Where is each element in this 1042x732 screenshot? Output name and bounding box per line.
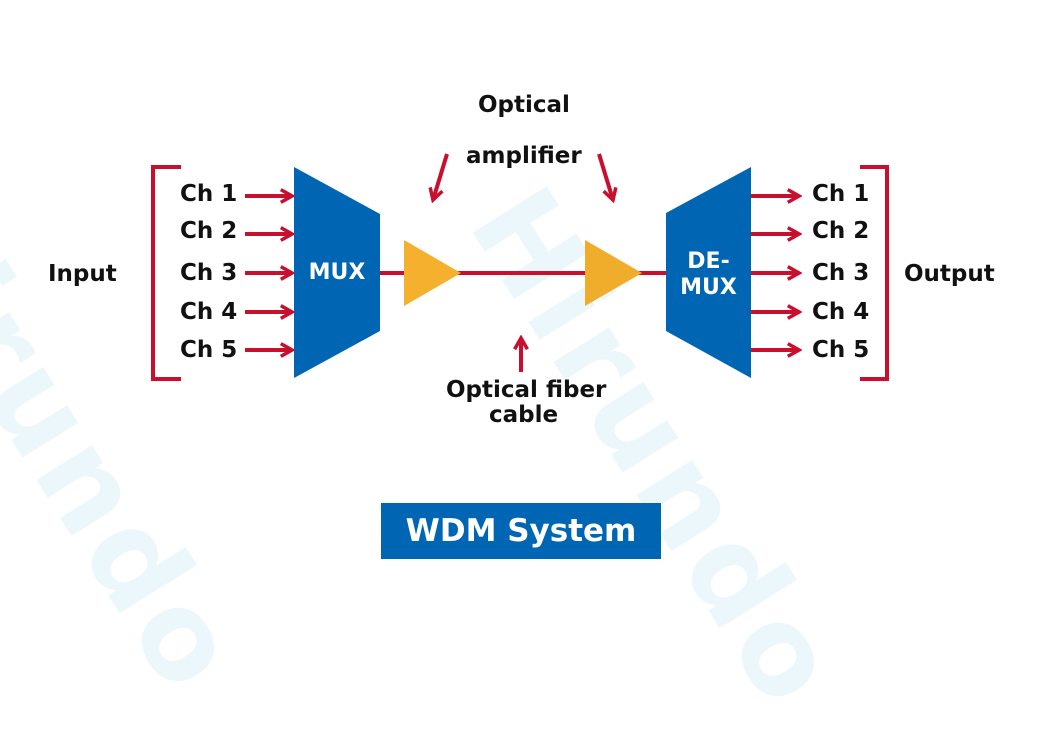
output-channel-label: Ch 1 xyxy=(812,181,870,207)
output-channel-label: Ch 2 xyxy=(812,218,870,244)
wdm-diagram: Hirundo Hirundo Input Output xyxy=(0,92,995,732)
diagram-title-text: WDM System xyxy=(405,513,637,549)
amplifier-label-line1: Optical xyxy=(478,92,570,118)
output-label: Output xyxy=(904,261,995,287)
fiber-label-line1: Optical fiber xyxy=(446,377,607,403)
output-bracket xyxy=(860,165,889,381)
output-channel-label: Ch 4 xyxy=(812,299,870,325)
fiber-label-line2: cable xyxy=(489,402,559,428)
diagram-title: WDM System xyxy=(381,503,661,559)
amplifier-pointer-arrow-2 xyxy=(597,153,613,200)
input-channel-label: Ch 4 xyxy=(180,299,238,325)
output-channel-label: Ch 5 xyxy=(812,337,870,363)
demux-label-line2: MUX xyxy=(680,275,737,300)
input-channel-label: Ch 1 xyxy=(180,181,238,207)
demux-block xyxy=(666,167,751,378)
amplifier-pointer-arrow-1 xyxy=(433,153,449,200)
amplifier-label-line2: amplifier xyxy=(466,143,582,169)
input-channel-label: Ch 3 xyxy=(180,260,238,286)
input-channel-label: Ch 2 xyxy=(180,218,238,244)
output-channel-label: Ch 3 xyxy=(812,260,870,286)
input-label: Input xyxy=(48,261,117,287)
input-channel-label: Ch 5 xyxy=(180,337,238,363)
amplifier-triangle-2 xyxy=(585,240,642,306)
diagram-shapes xyxy=(151,153,889,381)
mux-block xyxy=(294,167,380,378)
mux-label: MUX xyxy=(308,260,366,285)
demux-label-line1: DE- xyxy=(687,249,730,274)
input-bracket xyxy=(151,165,181,381)
amplifier-triangle-1 xyxy=(404,240,461,306)
